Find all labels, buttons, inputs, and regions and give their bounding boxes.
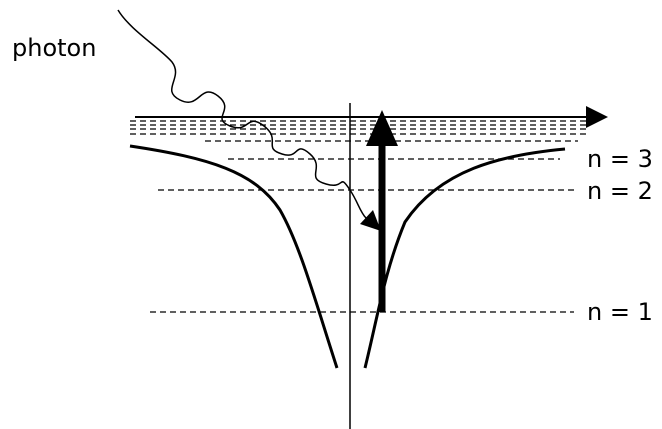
potential-curve-left	[129, 144, 339, 369]
level-label-n2: n = 2	[587, 177, 653, 205]
transition-arrow-head-icon	[366, 110, 398, 146]
potential-curve-right	[363, 147, 566, 369]
continuum-levels	[130, 120, 586, 142]
level-label-n1: n = 1	[587, 298, 653, 326]
photon-wave	[117, 9, 367, 219]
level-label-n3: n = 3	[587, 145, 653, 173]
photon-arrowhead-icon	[360, 210, 381, 231]
photon-label: photon	[12, 34, 96, 62]
axis-arrowhead-icon	[586, 106, 608, 128]
